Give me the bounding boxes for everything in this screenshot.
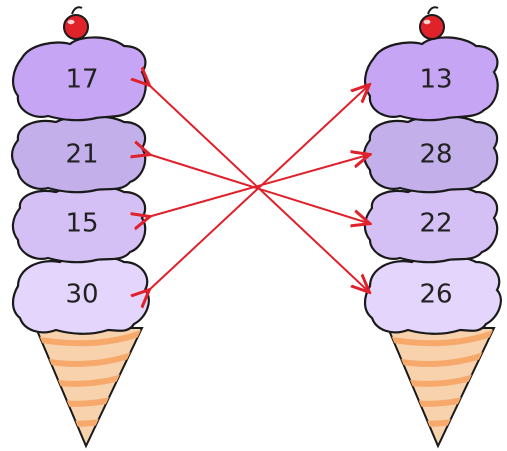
right-scoop-4: 26 (365, 255, 501, 334)
right-scoop-1-label: 13 (419, 65, 452, 95)
left-ice-cream-cone: 30 15 21 17 (12, 7, 150, 446)
left-cherry (64, 7, 88, 39)
left-scoop-2: 21 (12, 116, 145, 192)
left-cone (30, 328, 150, 446)
right-scoop-3-label: 22 (419, 209, 452, 239)
right-scoop-2-label: 28 (419, 140, 452, 170)
right-scoop-2: 28 (364, 116, 497, 192)
left-scoop-1: 17 (13, 37, 146, 120)
left-scoop-4-label: 30 (65, 280, 98, 310)
matching-arrows (148, 84, 368, 291)
right-scoop-1: 13 (365, 37, 498, 120)
left-scoop-3-label: 15 (65, 209, 98, 239)
left-scoop-3: 15 (13, 186, 145, 262)
left-scoop-1-label: 17 (65, 65, 98, 95)
right-scoop-4-label: 26 (419, 280, 452, 310)
right-scoop-3: 22 (365, 186, 497, 262)
left-scoop-2-label: 21 (65, 140, 98, 170)
left-scoop-4: 30 (13, 255, 149, 334)
right-cherry (420, 7, 444, 39)
right-cone (382, 328, 502, 446)
right-ice-cream-cone: 26 22 28 13 (364, 7, 502, 446)
